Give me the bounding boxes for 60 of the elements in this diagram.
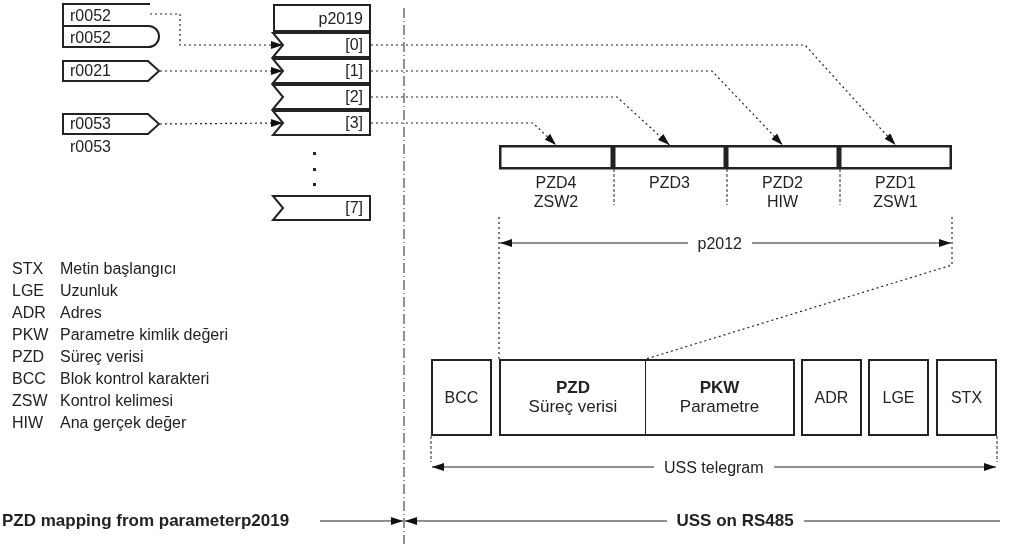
parameter-header-box — [273, 4, 371, 32]
node-label: ADR — [813, 388, 850, 407]
abbreviation-meaning: Adres — [60, 303, 102, 322]
telegram-field-box — [936, 359, 997, 436]
node-label: BCC — [443, 388, 480, 407]
telegram-field-box — [431, 359, 492, 436]
node-label: r0052 — [70, 6, 111, 25]
field-description: Süreç verisi — [527, 397, 619, 416]
signal-tab — [62, 60, 160, 82]
abbreviation-meaning: Uzunluk — [60, 281, 118, 300]
index-slot — [273, 195, 371, 221]
signal-box — [62, 3, 150, 25]
telegram-field-box — [646, 359, 795, 436]
abbreviation: STX — [12, 259, 44, 278]
node-label: r0021 — [70, 61, 111, 80]
index-slot — [273, 84, 371, 110]
field-heading: PKW — [698, 378, 741, 397]
abbreviation: BCC — [12, 369, 46, 388]
node-label: r0052 — [70, 28, 111, 47]
field-heading: PZD — [555, 378, 591, 397]
index-slot — [273, 110, 371, 136]
word-label: PZD3 — [648, 173, 691, 192]
abbreviation: PZD — [12, 347, 44, 366]
projection-line — [498, 216, 500, 360]
abbreviation-meaning: Parametre kimlik değeri — [60, 325, 229, 344]
index-slot — [273, 58, 371, 84]
dimension-label: p2012 — [687, 234, 752, 253]
signal-tab — [62, 113, 160, 135]
signal-label: r0053 — [70, 137, 111, 156]
abbreviation-meaning: Kontrol kelimesi — [60, 391, 173, 410]
section-title: PZD mapping from parameterp2019 — [2, 511, 290, 530]
abbreviation: ADR — [12, 303, 46, 322]
telegram-field-box — [499, 359, 646, 436]
abbreviation: HIW — [12, 413, 44, 432]
abbreviation: PKW — [12, 325, 49, 344]
signal-box — [62, 25, 160, 48]
abbreviation-meaning: Metin başlangıcı — [60, 259, 177, 278]
abbreviation: ZSW — [12, 391, 48, 410]
word-label: PZD1 ZSW1 — [872, 173, 919, 211]
telegram-field-box — [868, 359, 929, 436]
word-label: PZD2 HIW — [761, 173, 804, 211]
node-label: LGE — [881, 388, 916, 407]
word-label: PZD4 ZSW2 — [532, 173, 580, 211]
node-label: STX — [949, 388, 984, 407]
index-slot — [273, 32, 371, 58]
dimension-label: USS telegram — [654, 458, 774, 477]
node-label: [0] — [345, 35, 363, 54]
node-label: [3] — [345, 113, 363, 132]
telegram-field-box — [801, 359, 862, 436]
abbreviation: LGE — [12, 281, 44, 300]
abbreviation-meaning: Ana gerçek değer — [60, 413, 187, 432]
node-label: p2019 — [318, 9, 363, 28]
projection-line — [645, 216, 953, 360]
node-label: [7] — [345, 198, 363, 217]
node-label: r0053 — [70, 114, 111, 133]
node-label: [1] — [345, 61, 363, 80]
abbreviation-meaning: Blok kontrol karakteri — [60, 369, 210, 388]
node-label: [2] — [345, 87, 363, 106]
field-description: Parametre — [678, 397, 761, 416]
abbreviation-meaning: Süreç verisi — [60, 347, 144, 366]
